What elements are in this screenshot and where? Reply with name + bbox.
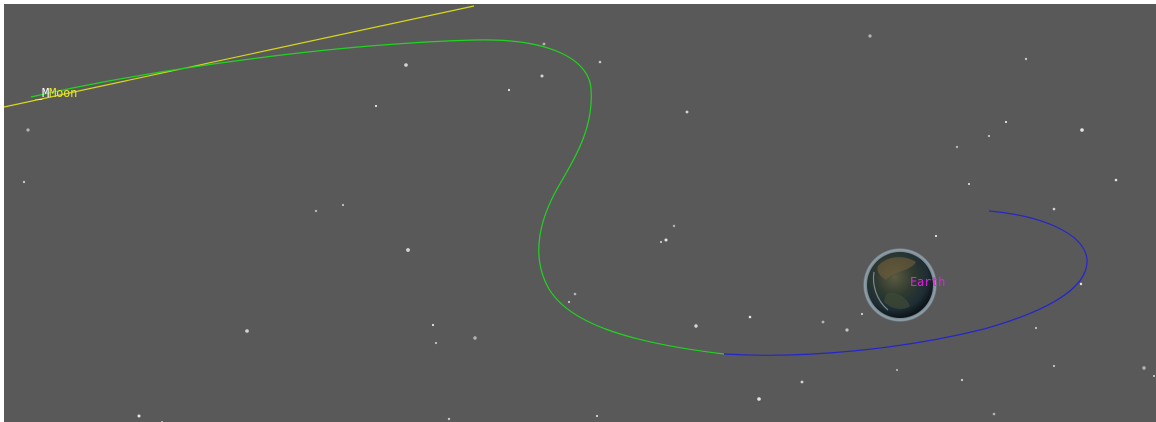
earth-label[interactable]: Earth — [910, 275, 946, 289]
star — [1024, 57, 1028, 61]
moon-label[interactable]: _MMoon — [35, 87, 77, 99]
moon-orbit-line — [4, 5, 475, 108]
star — [431, 323, 435, 327]
transfer-trajectory-line — [30, 39, 725, 355]
star — [245, 329, 249, 333]
earth-orbit-line — [723, 210, 1088, 356]
star — [1004, 120, 1008, 124]
star — [672, 224, 676, 228]
star — [1052, 207, 1056, 211]
star — [1079, 282, 1083, 286]
star — [26, 128, 30, 132]
moon-marker: _M — [35, 86, 50, 100]
star — [598, 60, 602, 64]
earth-globe-icon[interactable] — [863, 248, 937, 322]
star — [434, 341, 438, 345]
star — [845, 328, 849, 332]
star — [1114, 178, 1118, 182]
star — [895, 368, 899, 372]
star — [685, 110, 689, 114]
star — [406, 248, 410, 252]
star — [757, 397, 761, 401]
star — [821, 320, 825, 324]
star — [955, 145, 959, 149]
star — [1034, 326, 1038, 330]
star — [542, 42, 546, 46]
star — [22, 180, 26, 184]
star — [934, 234, 938, 238]
star — [860, 312, 864, 316]
star — [1080, 128, 1084, 132]
star — [694, 324, 698, 328]
star — [595, 414, 599, 418]
star — [967, 182, 971, 186]
star — [374, 104, 378, 108]
star — [960, 378, 964, 382]
moon-name: Moon — [49, 86, 78, 100]
star — [507, 88, 511, 92]
3d-space-view[interactable]: _MMoon Earth — [4, 4, 1156, 422]
star — [314, 209, 318, 213]
star — [447, 417, 451, 421]
orbit-scene — [4, 5, 1156, 422]
star — [1152, 374, 1156, 378]
star — [137, 414, 141, 418]
star — [748, 315, 752, 319]
star — [540, 74, 544, 78]
star — [573, 292, 577, 296]
star — [664, 238, 668, 242]
star — [341, 203, 345, 207]
star — [1142, 366, 1146, 370]
star — [800, 380, 804, 384]
star — [1052, 364, 1056, 368]
star — [992, 412, 996, 416]
star — [404, 63, 408, 67]
star — [473, 336, 477, 340]
star — [659, 240, 663, 244]
star — [567, 300, 571, 304]
starfield — [22, 34, 1156, 422]
star — [987, 134, 991, 138]
star — [868, 34, 872, 38]
